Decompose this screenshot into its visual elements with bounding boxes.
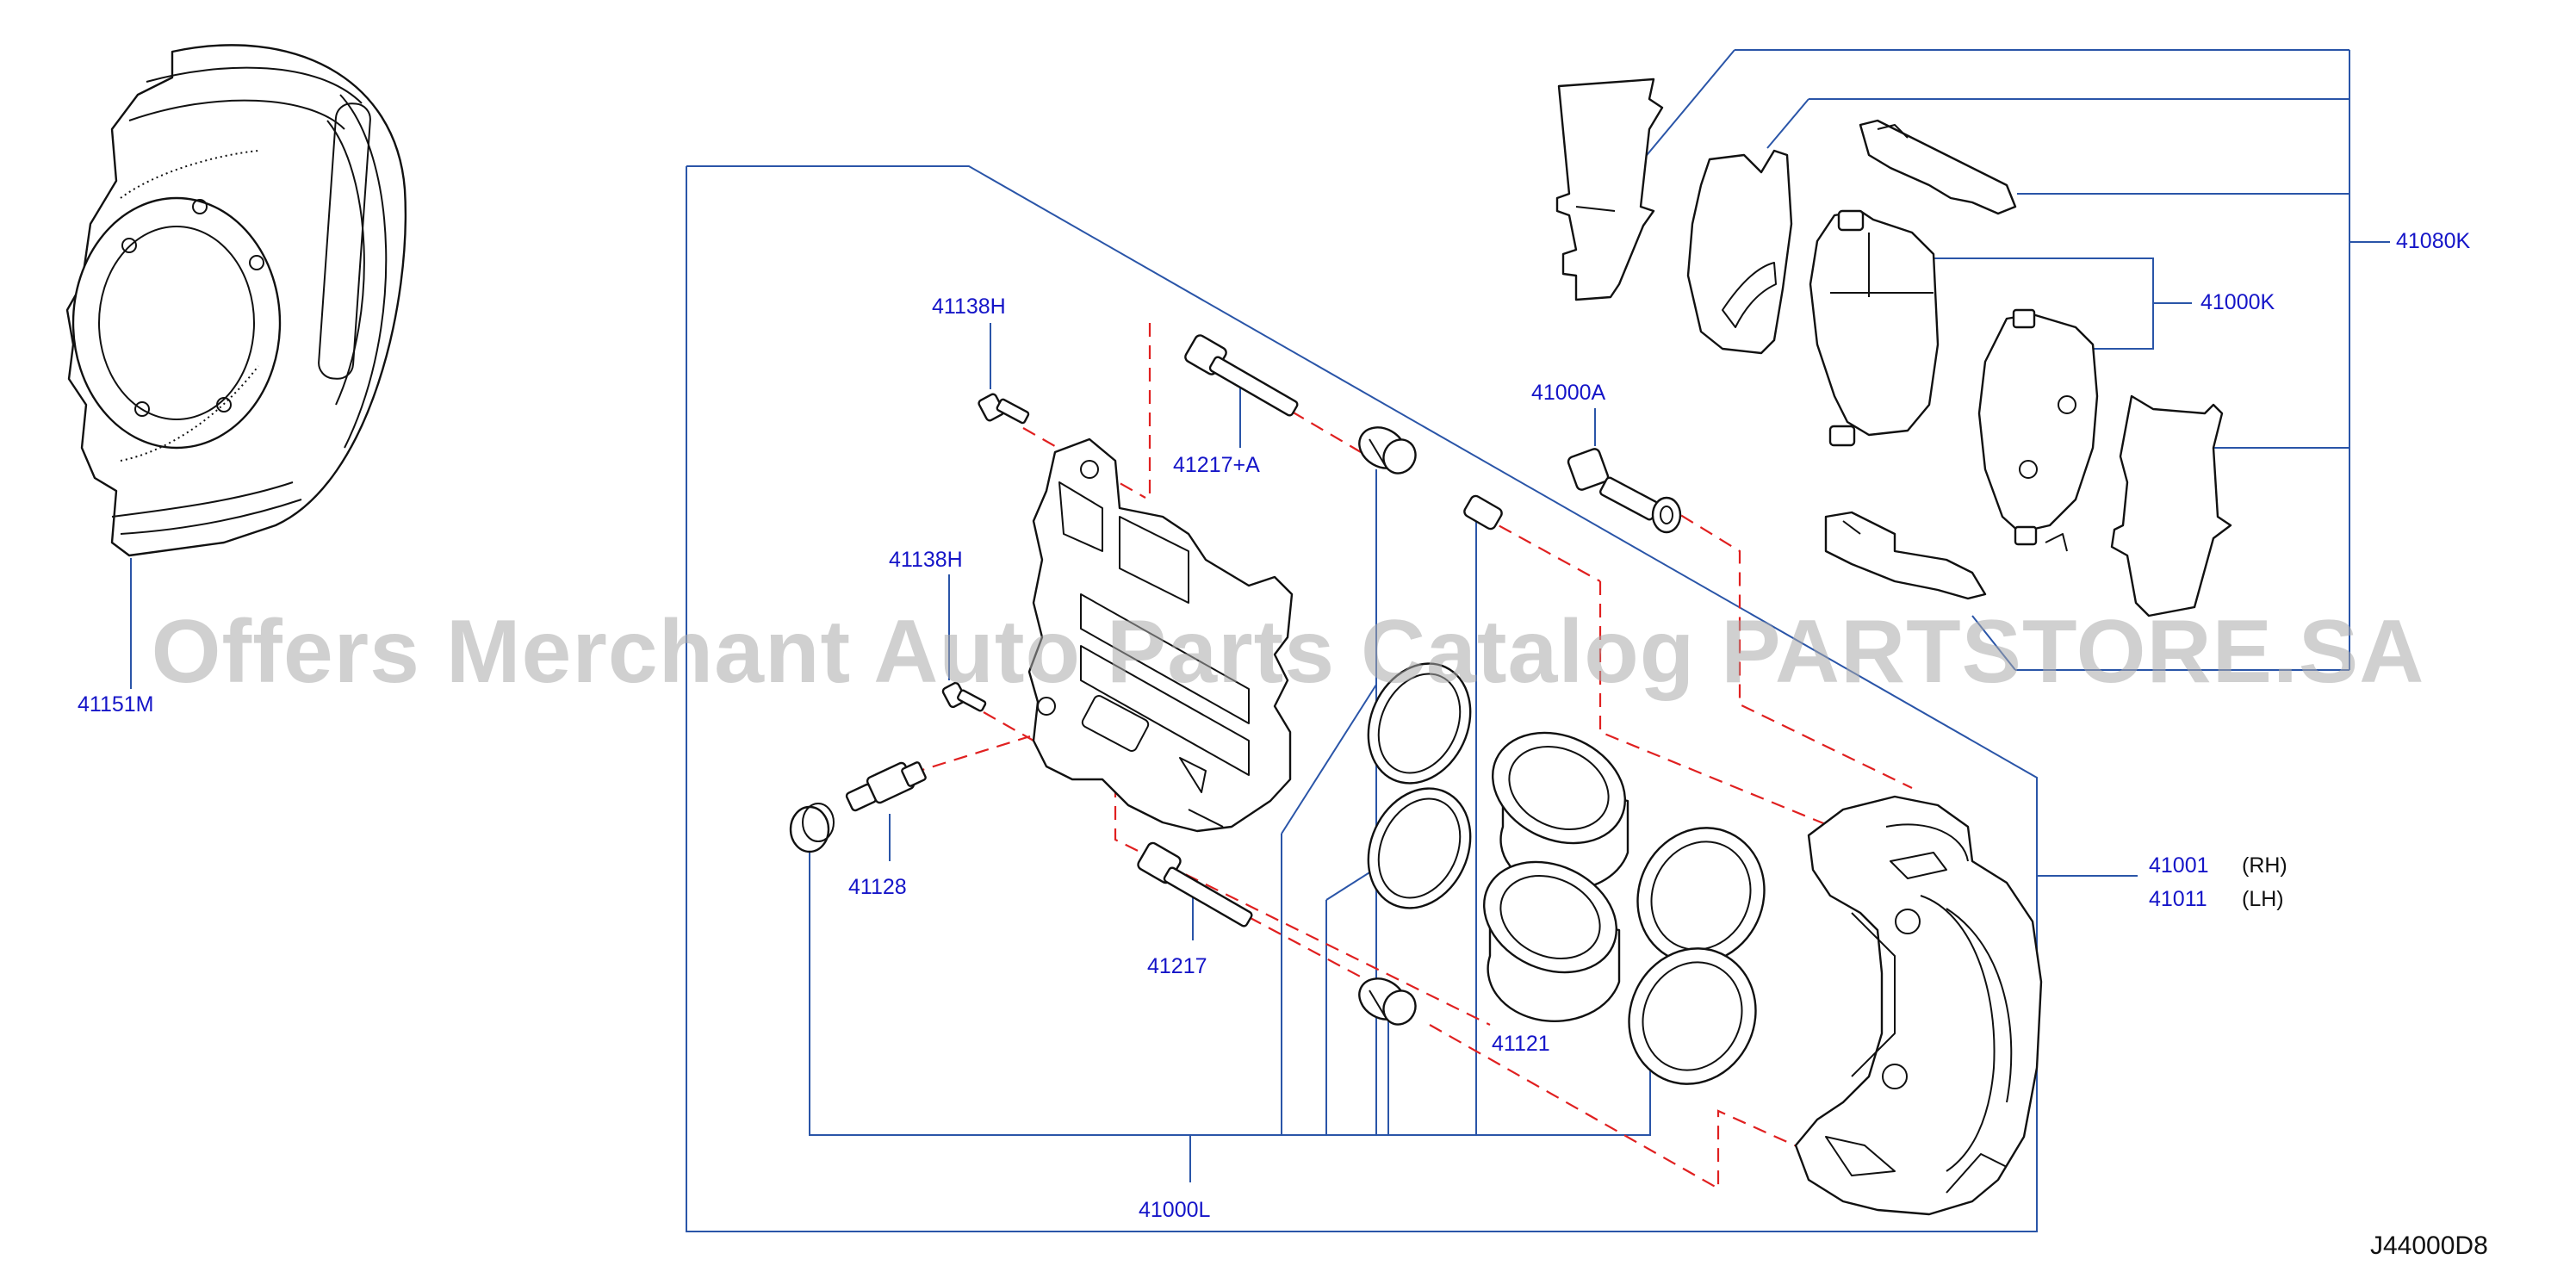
bolt-41138H-upper [978,393,1030,425]
bleeder-cap [789,803,835,853]
caliper-body [1027,437,1294,833]
boot-upper [1358,426,1417,475]
guide-pin-41217A [1184,334,1299,417]
label-41080K[interactable]: 41080K [2396,229,2471,253]
label-41128[interactable]: 41128 [848,875,907,899]
bolt-41000A [1567,448,1660,521]
label-41001[interactable]: 41001 [2149,853,2209,878]
label-41138H-upper[interactable]: 41138H [932,295,1006,319]
label-41217[interactable]: 41217 [1147,954,1207,978]
clip-top [1859,119,2017,215]
brake-pad-front [1809,209,1940,447]
assembly-lines [910,323,1913,1190]
washer [1651,496,1682,534]
label-41000L[interactable]: 41000L [1139,1198,1211,1222]
piston-seals [1628,827,1766,1085]
guide-pin-41217 [1137,841,1253,927]
brake-pad-rear [1977,308,2099,552]
label-41121[interactable]: 41121 [1492,1032,1550,1056]
label-41011[interactable]: 41011 [2149,887,2207,911]
label-41151M[interactable]: 41151M [78,692,154,717]
pistons [1482,731,1629,1022]
shim-outer-bottom [2110,394,2232,617]
sleeve [1463,494,1503,530]
label-41217A[interactable]: 41217+A [1173,453,1260,477]
bolt-41138H-lower [941,681,987,712]
shim-inner-top [1686,149,1793,355]
caliper-housing-41001 [1794,795,2043,1216]
label-41000K[interactable]: 41000K [2200,290,2275,314]
label-41011-side: (LH) [2242,887,2284,911]
diagram-code: J44000D8 [2370,1231,2488,1260]
label-41000A[interactable]: 41000A [1531,381,1606,405]
backing-plate-41151M [65,44,407,557]
seal-rings [1367,662,1472,909]
shim-outer-top [1555,78,1664,301]
label-41001-side: (RH) [2242,853,2287,878]
bleeder-41128 [845,761,927,812]
watermark: Offers Merchant Auto Parts Catalog PARTS… [151,602,2425,702]
label-41138H-lower[interactable]: 41138H [889,548,963,572]
boot-lower [1358,977,1417,1026]
clip-bottom [1824,511,1987,600]
